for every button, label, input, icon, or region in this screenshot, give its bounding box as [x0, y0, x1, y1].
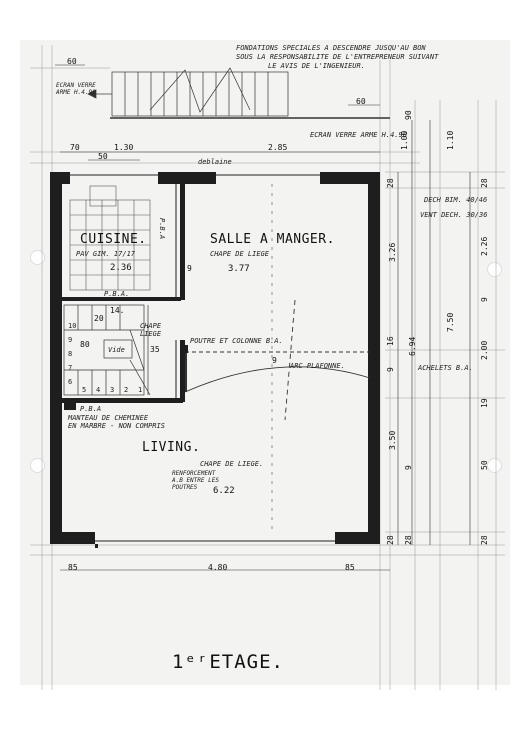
- dim-130: 1.30: [114, 143, 134, 152]
- ecran-right-label: ECRAN VERRE ARME H.4.90: [310, 131, 407, 139]
- inner-stair: [63, 304, 151, 396]
- room-name-cuisine: CUISINE.: [80, 232, 147, 247]
- deblaine-label: deblaine: [198, 158, 232, 166]
- dim-28-e: 28: [480, 535, 489, 545]
- dim-480: 4.80: [208, 563, 228, 572]
- dim-285: 2.85: [268, 143, 288, 152]
- dim-80: 80: [80, 340, 90, 349]
- dim-28-a: 28: [386, 178, 395, 188]
- dim-85-left: 85: [68, 563, 78, 572]
- dim-200: 2.00: [480, 340, 489, 360]
- dim-9-b: 9: [272, 356, 277, 365]
- pba-label-1: P.B.A.: [104, 290, 130, 298]
- drawing-sheet: [20, 40, 510, 685]
- stair-number: 9: [68, 336, 73, 344]
- ecran-top-label: ECRAN VERRE ARME H.4.90: [56, 82, 96, 96]
- chape-liege-label: CHAPE LIEGE: [140, 322, 162, 338]
- stair-number: 5: [82, 386, 87, 394]
- dim-90: 90: [404, 110, 413, 120]
- dim-16: 16: [386, 336, 395, 346]
- vent-dech-label: VENT DECH. 30/36: [420, 211, 488, 219]
- stair-number: 8: [68, 350, 73, 358]
- room-name-living: LIVING.: [142, 440, 201, 455]
- binder-hole: [30, 250, 45, 265]
- dim-14: 14.: [110, 306, 125, 315]
- arc-label: ARC PLAFONNE.: [290, 362, 345, 370]
- stair-number: 2: [124, 386, 129, 394]
- room-name-salle: SALLE A MANGER.: [210, 232, 335, 247]
- dim-60-top: 60: [67, 57, 77, 66]
- dim-28-b: 28: [480, 178, 489, 188]
- walls: [50, 172, 380, 544]
- dim-19: 19: [480, 398, 489, 408]
- stair-number: 3: [110, 386, 115, 394]
- room-floor-living: CHAPE DE LIEGE.: [200, 460, 264, 468]
- dim-28-d: 28: [404, 535, 413, 545]
- foundation-note-line-3: LE AVIS DE L'INGENIEUR.: [268, 62, 365, 70]
- renforcement-label: RENFORCEMENT A.B ENTRE LES POUTRES: [172, 470, 219, 491]
- poutre-label: POUTRE ET COLONNE B.A.: [190, 337, 283, 345]
- column-marks: [64, 345, 188, 548]
- top-stair: [87, 67, 390, 119]
- room-floor-salle: CHAPE DE LIEGE: [210, 250, 270, 258]
- room-area-cuisine: 2.36: [110, 263, 132, 273]
- dim-85-right: 85: [345, 563, 355, 572]
- stair-number: 6: [68, 378, 73, 386]
- pba-label-2: P.B.A: [80, 405, 102, 413]
- dim-60-right: 60: [356, 97, 366, 106]
- dim-70: 70: [70, 143, 80, 152]
- room-floor-cuisine: PAV GIM. 17/17: [76, 250, 136, 258]
- dim-91: 9: [404, 465, 413, 470]
- dech-bim-label: DECH BIM. 40/46: [424, 196, 488, 204]
- pba-label-3: P.B.A: [158, 218, 166, 240]
- dim-50: 50: [98, 152, 108, 161]
- dimension-lines: [55, 64, 471, 571]
- vide-label: Vide: [108, 346, 125, 354]
- dim-350: 3.50: [388, 430, 397, 450]
- arc-ceiling: [184, 184, 371, 532]
- dim-100: 1.00: [400, 130, 409, 150]
- thin-walls: [62, 174, 335, 542]
- foundation-note-line-1: FONDATIONS SPECIALES A DESCENDRE JUSQU'A…: [236, 44, 426, 52]
- dim-9-d: 9: [386, 367, 395, 372]
- room-area-salle: 3.77: [228, 264, 250, 274]
- dim-28-c: 28: [386, 535, 395, 545]
- stair-number: 4: [96, 386, 101, 394]
- manteau-label: MANTEAU DE CHEMINEE EN MARBRE - NON COMP…: [68, 414, 165, 430]
- kitchen-tiles: [69, 185, 151, 291]
- dim-20: 20: [94, 314, 104, 323]
- dim-110: 1.10: [446, 130, 455, 150]
- binder-hole: [30, 458, 45, 473]
- dim-226: 2.26: [480, 236, 489, 256]
- stair-number: 1: [138, 386, 143, 394]
- plan-title: 1ᵉʳETAGE.: [172, 651, 284, 673]
- foundation-note-line-2: SOUS LA RESPONSABILITE DE L'ENTREPRENEUR…: [236, 53, 439, 61]
- room-area-living: 6.22: [213, 486, 235, 496]
- stair-number: 10: [68, 322, 77, 330]
- dim-750: 7.50: [446, 312, 455, 332]
- dim-9-c: 9: [480, 297, 489, 302]
- binder-hole: [487, 458, 502, 473]
- dim-9-a: 9: [187, 264, 192, 273]
- dim-35: 35: [150, 345, 160, 354]
- dim-50-v: 50: [480, 460, 489, 470]
- dim-326: 3.26: [388, 242, 397, 262]
- achelets-label: ACHELETS B.A.: [418, 364, 473, 372]
- dim-694: 6.94: [408, 336, 417, 356]
- binder-hole: [487, 262, 502, 277]
- stair-number: 7: [68, 364, 73, 372]
